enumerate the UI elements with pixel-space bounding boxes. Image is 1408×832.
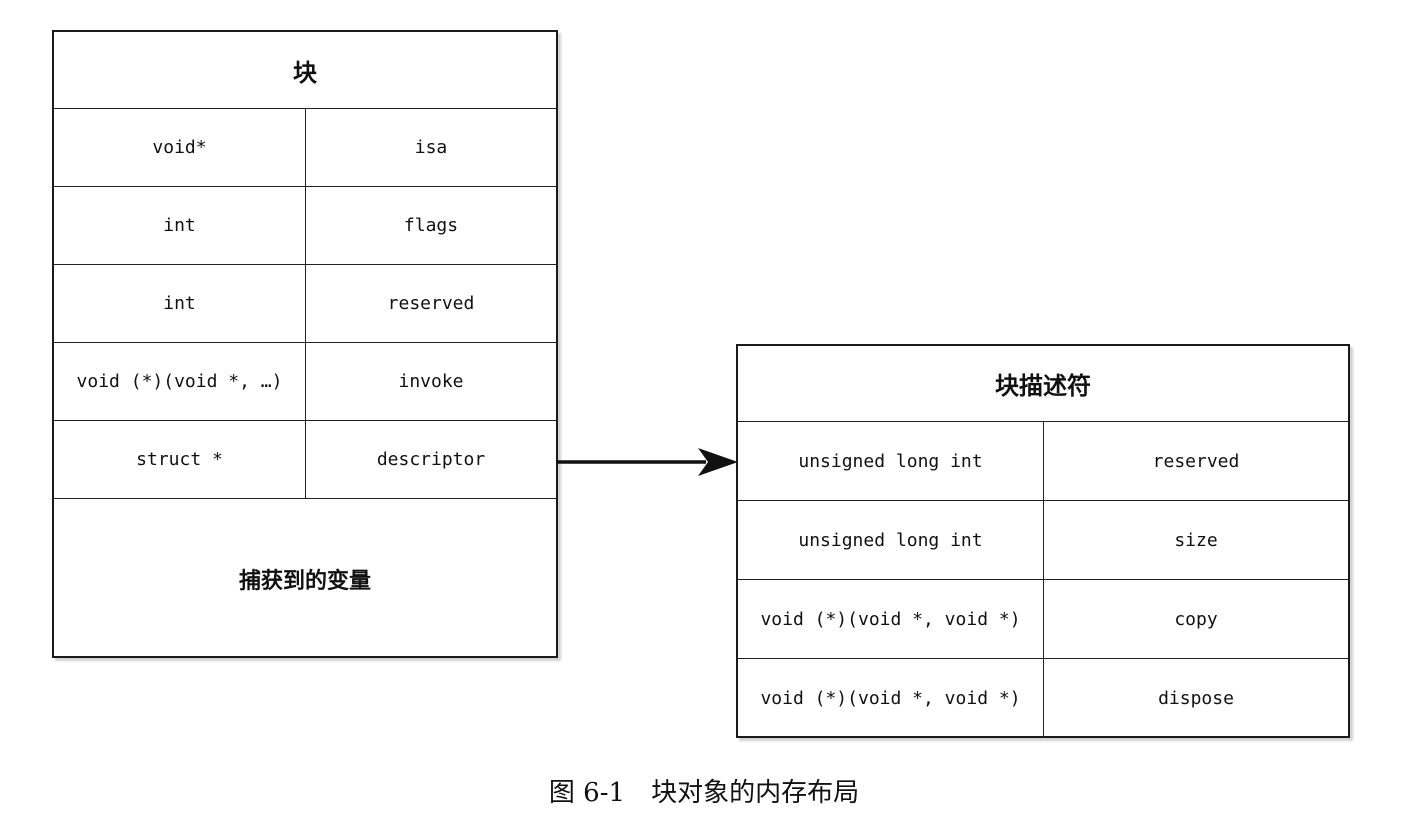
descriptor-field-row: void (*)(void *, void *) copy bbox=[738, 580, 1348, 659]
field-name: copy bbox=[1174, 608, 1218, 630]
field-type: unsigned long int bbox=[738, 422, 1044, 500]
field-name: dispose bbox=[1158, 688, 1234, 709]
descriptor-field-row: unsigned long int reserved bbox=[738, 422, 1348, 501]
field-name: descriptor bbox=[376, 449, 486, 470]
field-name: reserved bbox=[1152, 450, 1240, 472]
field-name: reserved bbox=[387, 293, 475, 314]
figure-caption: 图 6-1 块对象的内存布局 bbox=[0, 772, 1408, 809]
block-field-row: void (*)(void *, …) invoke bbox=[54, 343, 556, 421]
field-type: void (*)(void *, void *) bbox=[738, 659, 1044, 738]
figure-caption-text: 块对象的内存布局 bbox=[651, 778, 860, 808]
field-type: void (*)(void *, …) bbox=[54, 343, 306, 420]
block-field-row: void* isa bbox=[54, 109, 556, 187]
captured-variables-row: 捕获到的变量 bbox=[54, 499, 556, 594]
field-type: void (*)(void *, void *) bbox=[738, 580, 1044, 658]
arrow-head bbox=[698, 448, 738, 476]
field-type: struct * bbox=[54, 421, 306, 498]
field-name: size bbox=[1174, 529, 1218, 551]
block-descriptor-box: 块描述符 unsigned long int reserved unsigned… bbox=[736, 344, 1350, 738]
block-struct-box: 块 void* isa int flags int reserved void … bbox=[52, 30, 558, 658]
field-type: unsigned long int bbox=[738, 501, 1044, 579]
descriptor-field-row: void (*)(void *, void *) dispose bbox=[738, 659, 1348, 738]
block-title: 块 bbox=[54, 32, 556, 109]
descriptor-field-row: unsigned long int size bbox=[738, 501, 1348, 580]
block-field-row: struct * descriptor bbox=[54, 421, 556, 499]
field-name: flags bbox=[403, 215, 459, 236]
block-field-row: int reserved bbox=[54, 265, 556, 343]
field-type: int bbox=[54, 187, 306, 264]
field-type: int bbox=[54, 265, 306, 342]
field-type: void* bbox=[54, 109, 306, 186]
descriptor-pointer-arrow bbox=[556, 448, 738, 476]
field-name: isa bbox=[414, 137, 448, 158]
field-name: invoke bbox=[398, 371, 464, 392]
block-field-row: int flags bbox=[54, 187, 556, 265]
captured-variables-label: 捕获到的变量 bbox=[238, 569, 371, 594]
figure-number: 图 6-1 bbox=[548, 778, 626, 808]
descriptor-title: 块描述符 bbox=[738, 346, 1348, 422]
